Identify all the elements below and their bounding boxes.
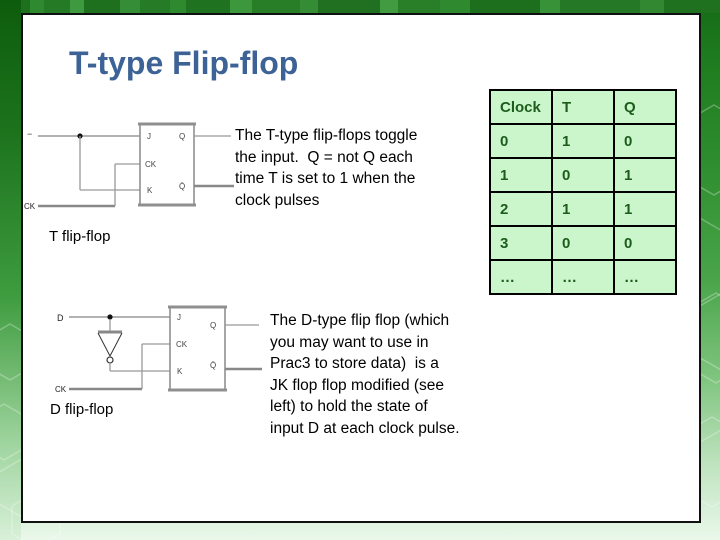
col-header-t: T: [551, 89, 615, 125]
cell-q: 1: [613, 191, 677, 227]
cell-t: 0: [551, 225, 615, 261]
description-line: the input. Q = not Q each: [235, 148, 413, 166]
k-pin-label: K: [147, 186, 153, 195]
cell-clock: 2: [489, 191, 553, 227]
d-flipflop-diagram: D CK J CK K Q Q̄: [55, 305, 262, 394]
clock-label: CK: [24, 202, 36, 211]
description-line: clock pulses: [235, 191, 320, 209]
col-header-q: Q: [613, 89, 677, 125]
junction-dot: [107, 314, 113, 320]
cell-q: …: [613, 259, 677, 295]
inverter-bubble: [106, 356, 114, 364]
q-pin-label: Q: [210, 321, 216, 330]
q-pin-label: Q: [179, 132, 185, 141]
template-left-border: [0, 0, 21, 540]
template-top-stripes: [0, 0, 720, 13]
cell-t: 1: [551, 191, 615, 227]
col-header-clock: Clock: [489, 89, 553, 125]
t-flipflop-description: The T-type flip-flops toggle the input. …: [235, 125, 417, 211]
d-input-label: D: [57, 313, 64, 323]
cell-clock: 1: [489, 157, 553, 193]
truth-table: Clock T Q 0 1 0 1 0 1 2 1: [489, 89, 677, 295]
qbar-pin-label: Q̄: [210, 361, 216, 370]
slide-panel: T-type Flip-flop − CK J CK K Q Q̄ T flip…: [21, 13, 701, 523]
j-pin-label: J: [177, 313, 181, 322]
table-row: 1 0 1: [489, 157, 677, 193]
table-row: … … …: [489, 259, 677, 295]
cell-q: 1: [613, 157, 677, 193]
t-flipflop-diagram: − CK J CK K Q Q̄: [24, 122, 234, 211]
j-pin-label: J: [147, 132, 151, 141]
d-flipflop-caption: D flip-flop: [50, 401, 114, 418]
cell-q: 0: [613, 123, 677, 159]
description-line: Prac3 to store data) is a: [270, 355, 439, 372]
description-line: time T is set to 1 when the: [235, 170, 416, 187]
t-input-label: −: [27, 129, 32, 139]
clock-label: CK: [55, 385, 67, 394]
qbar-pin-label: Q̄: [179, 182, 185, 191]
description-line: left) to hold the state of: [270, 398, 428, 415]
description-line: JK flop flop modified (see: [270, 376, 445, 394]
inverter-right-edge: [109, 332, 123, 357]
d-flipflop-description: The D-type flip flop (which you may want…: [270, 310, 460, 439]
table-row: 3 0 0: [489, 225, 677, 261]
cell-clock: …: [489, 259, 553, 295]
table-row: 0 1 0: [489, 123, 677, 159]
inverter-left-edge: [97, 332, 111, 357]
cell-t: 0: [551, 157, 615, 193]
t-flipflop-caption: T flip-flop: [49, 228, 111, 245]
table-header-row: Clock T Q: [489, 89, 677, 125]
cell-clock: 3: [489, 225, 553, 261]
cell-clock: 0: [489, 123, 553, 159]
k-pin-label: K: [177, 367, 183, 376]
cell-t: 1: [551, 123, 615, 159]
cell-q: 0: [613, 225, 677, 261]
cell-t: …: [551, 259, 615, 295]
table-row: 2 1 1: [489, 191, 677, 227]
description-line: you may want to use in: [270, 333, 429, 351]
page-title: T-type Flip-flop: [69, 45, 299, 81]
description-line: input D at each clock pulse.: [270, 419, 460, 437]
ck-pin-label: CK: [176, 340, 188, 349]
description-line: The D-type flip flop (which: [270, 312, 450, 329]
ck-pin-label: CK: [145, 160, 157, 169]
description-line: The T-type flip-flops toggle: [235, 127, 418, 144]
